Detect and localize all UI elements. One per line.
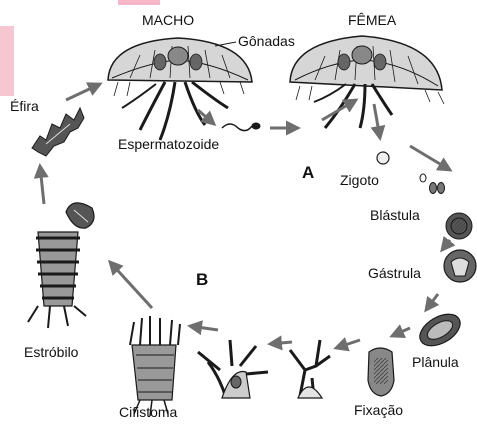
label-cifistoma: Cifistoma bbox=[119, 404, 177, 420]
strobila-illustration bbox=[28, 203, 94, 328]
gastrula-illustration bbox=[444, 250, 476, 282]
arrow-estrobilo-to-efira bbox=[40, 166, 44, 204]
zygote-illustration bbox=[377, 152, 389, 164]
gonadas-pointer-line bbox=[215, 42, 236, 46]
cleavage-cells-illustration bbox=[420, 174, 445, 194]
arrow-blastula-to-gastrula bbox=[442, 240, 450, 250]
arrow-cifistoma-to-estrobilo bbox=[110, 262, 152, 308]
arrow-fixacao-to-polyp bbox=[336, 340, 360, 348]
ephyra-illustration bbox=[32, 108, 84, 156]
arrow-efira-to-macho bbox=[66, 84, 100, 100]
label-gonadas: Gônadas bbox=[238, 33, 295, 49]
label-estrobilo: Estróbilo bbox=[24, 344, 78, 360]
female-medusa-illustration bbox=[290, 36, 444, 128]
young-scyphistoma-illustration bbox=[290, 340, 330, 398]
arrow-femea-to-zigoto bbox=[374, 104, 380, 138]
label-gastrula: Gástrula bbox=[368, 265, 421, 281]
label-planula: Plânula bbox=[412, 354, 459, 370]
label-efira: Éfira bbox=[10, 98, 39, 114]
arrow-scyphistoma-to-cifistoma bbox=[190, 326, 218, 330]
label-b: B bbox=[196, 270, 208, 290]
scyphistoma-illustration bbox=[198, 340, 268, 398]
fixation-polyp-illustration bbox=[368, 348, 394, 396]
arrow-zigoto-to-cleavage bbox=[410, 146, 450, 170]
label-a: A bbox=[302, 163, 314, 183]
arrow-polyp-to-scyphistoma bbox=[270, 342, 292, 344]
arrow-fertilization bbox=[322, 100, 356, 120]
label-macho: MACHO bbox=[142, 12, 194, 28]
label-zigoto: Zigoto bbox=[340, 172, 379, 188]
label-fixacao: Fixação bbox=[354, 402, 403, 418]
arrow-planula-to-fixacao bbox=[392, 328, 410, 336]
cifistoma-illustration bbox=[130, 316, 180, 416]
label-espermatozoide: Espermatozoide bbox=[118, 136, 219, 152]
label-blastula: Blástula bbox=[370, 207, 420, 223]
blastula-illustration bbox=[446, 213, 472, 239]
arrow-gastrula-to-planula bbox=[426, 294, 438, 310]
label-femea: FÊMEA bbox=[348, 12, 396, 28]
sperm-illustration bbox=[222, 123, 260, 131]
planula-illustration bbox=[414, 308, 465, 353]
